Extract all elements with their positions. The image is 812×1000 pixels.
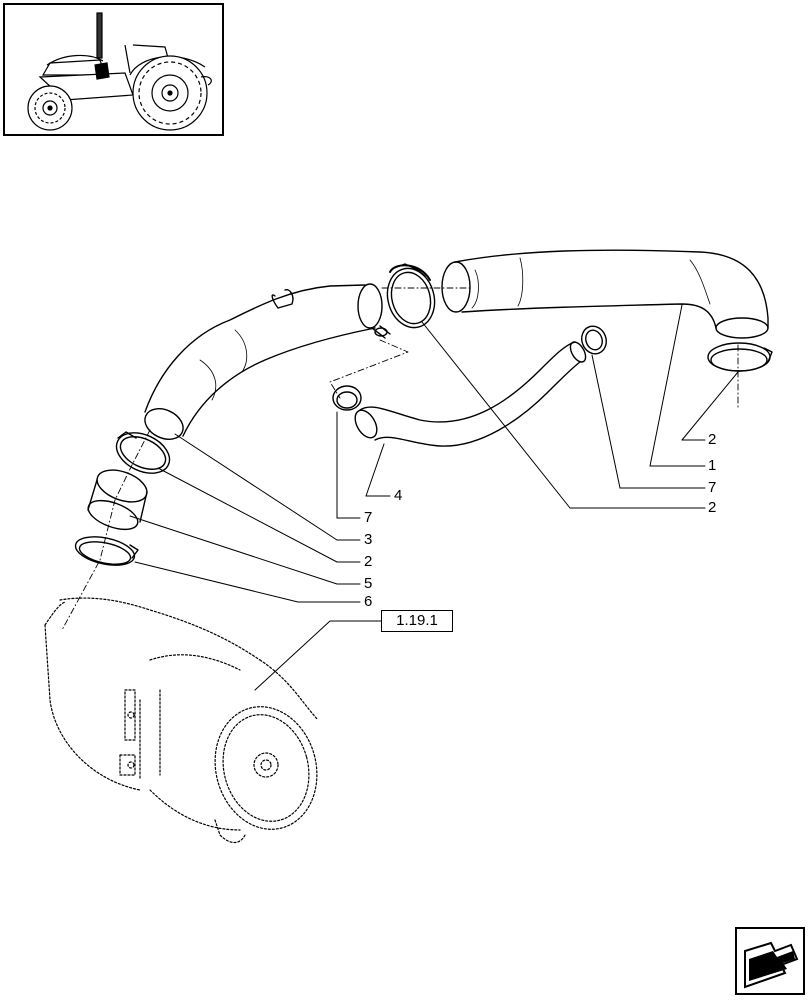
clamp-part-2-left — [115, 431, 171, 474]
callout-label: 5 — [364, 575, 372, 592]
callout-label: 6 — [364, 593, 372, 610]
hose-part-4 — [354, 341, 587, 447]
tractor-thumbnail — [3, 3, 224, 136]
callout-label: 1 — [708, 457, 716, 474]
clamp-part-7-right — [581, 325, 607, 355]
callout-label: 2 — [708, 499, 716, 516]
callout-label: 4 — [394, 487, 402, 504]
callout-label: 7 — [364, 509, 372, 526]
arrow-icon — [744, 941, 799, 989]
callout-label: 3 — [364, 531, 372, 548]
navigation-button[interactable] — [735, 927, 805, 995]
reference-link[interactable]: 1.19.1 — [381, 610, 453, 632]
callout-label: 7 — [708, 479, 716, 496]
callout-label: 2 — [708, 431, 716, 448]
sleeve-part-5 — [87, 469, 148, 531]
clamp-part-6 — [74, 536, 139, 566]
hose-part-1 — [441, 249, 769, 339]
callout-label: 2 — [364, 553, 372, 570]
hose-part-3 — [144, 283, 391, 440]
air-filter-outline — [44, 597, 319, 844]
clamp-part-7-left — [332, 385, 362, 411]
clamp-part-2-top — [386, 263, 436, 329]
tractor-icon — [27, 12, 212, 131]
clamp-part-2-right — [707, 342, 773, 372]
